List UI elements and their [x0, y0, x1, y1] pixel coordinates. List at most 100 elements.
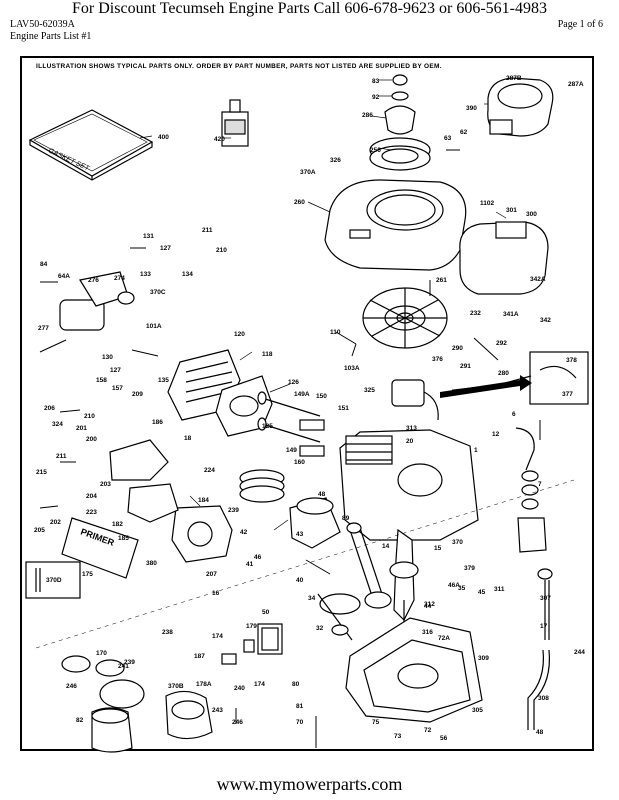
part-label: 92	[372, 94, 380, 101]
part-label: 56	[440, 735, 448, 742]
part-label: 309	[478, 655, 489, 662]
part-label: 43	[296, 531, 304, 538]
part-label: 44	[424, 603, 432, 610]
part-label: 211	[202, 227, 213, 234]
connecting-rod	[346, 522, 392, 609]
part-label: 118	[262, 351, 273, 358]
part-label: 16	[212, 590, 220, 597]
part-label: 70	[296, 719, 304, 726]
primer-outline	[61, 517, 139, 579]
part-label: 160	[294, 459, 305, 466]
part-label: 103A	[344, 365, 360, 372]
part-label: 80	[292, 681, 300, 688]
part-label: 18	[184, 435, 192, 442]
part-label: 75	[372, 719, 380, 726]
inset-box-378	[504, 351, 589, 405]
part-label: 206	[44, 405, 55, 412]
part-label: 46	[254, 554, 262, 561]
part-label: 15	[434, 545, 442, 552]
camshaft	[317, 593, 361, 641]
part-label: 276	[88, 277, 99, 284]
part-label: 239	[124, 659, 135, 666]
part-label: 151	[338, 405, 349, 412]
part-label: 1	[474, 447, 478, 454]
part-label: 201	[76, 425, 87, 432]
part-label: 186	[152, 419, 163, 426]
part-label: 376	[432, 356, 443, 363]
part-label: 342	[540, 317, 551, 324]
part-label: 125	[262, 423, 273, 430]
part-label: 316	[422, 629, 433, 636]
part-label: 149	[286, 447, 297, 454]
footer-url: www.mymowerparts.com	[216, 774, 403, 794]
flywheel	[362, 287, 448, 349]
part-label: 209	[132, 391, 143, 398]
muffler	[459, 221, 549, 295]
part-label: 390	[466, 105, 477, 112]
part-label: 127	[160, 245, 171, 252]
part-label: 287A	[568, 81, 584, 88]
part-label: 291	[460, 363, 471, 370]
part-label: 20	[406, 438, 414, 445]
part-label: 178A	[196, 681, 212, 688]
part-label: 305	[472, 707, 483, 714]
part-label: 174	[254, 681, 265, 688]
dipstick-tube	[527, 568, 553, 730]
parts-list-name: Engine Parts List #1	[10, 31, 92, 42]
part-label: 82	[76, 717, 84, 724]
part-label: 6	[512, 411, 516, 418]
part-label: 17	[540, 623, 548, 630]
part-label: 377	[562, 391, 573, 398]
part-label: 45	[478, 589, 486, 596]
part-label: 326	[330, 157, 341, 164]
part-label: 370D	[46, 577, 62, 584]
part-label: 63	[444, 135, 452, 142]
part-label: 210	[216, 247, 227, 254]
part-label: 81	[296, 703, 304, 710]
part-label: 135	[158, 377, 169, 384]
part-label: 175	[82, 571, 93, 578]
part-label: 149A	[294, 391, 310, 398]
part-label: 370A	[300, 169, 316, 176]
part-label: 244	[574, 649, 585, 656]
part-label: 210	[84, 413, 95, 420]
page-indicator: Page 1 of 6	[557, 19, 603, 30]
part-label: 84	[40, 261, 48, 268]
part-label: 301	[506, 207, 517, 214]
header-title: For Discount Tecumseh Engine Parts Call …	[72, 0, 547, 17]
part-label: 341A	[503, 311, 519, 318]
part-label: 101A	[146, 323, 162, 330]
carburetor	[109, 439, 233, 563]
inset-box-379	[25, 561, 81, 599]
part-label: 73	[394, 733, 402, 740]
part-label: 380	[146, 560, 157, 567]
part-label: 312	[424, 601, 435, 608]
part-label: 274	[114, 275, 125, 282]
part-label: 223	[86, 509, 97, 516]
part-label: 286	[362, 112, 373, 119]
part-label: 246	[66, 683, 77, 690]
ignition-module	[391, 379, 439, 421]
part-label: 207	[206, 571, 217, 578]
part-label: 292	[496, 340, 507, 347]
oil-bottle	[221, 99, 249, 147]
starter-clutch-parts	[61, 655, 213, 753]
part-label: 14	[382, 543, 390, 550]
crankcase	[345, 617, 483, 723]
part-label: 261	[436, 277, 447, 284]
gasket-set-envelope	[28, 109, 154, 181]
part-label: 420	[214, 136, 225, 143]
part-label: 260	[294, 199, 305, 206]
part-label: 130	[102, 354, 113, 361]
part-label: 187	[194, 653, 205, 660]
part-label: 157	[112, 385, 123, 392]
part-label: 342A	[530, 276, 546, 283]
part-label: 400	[158, 134, 169, 141]
part-label: 62	[460, 129, 468, 136]
part-label: 370B	[168, 683, 184, 690]
starter-cup-stack	[369, 74, 431, 171]
part-label: 378	[566, 357, 577, 364]
part-label: 313	[406, 425, 417, 432]
cylinder-block	[339, 429, 479, 541]
part-label: 120	[234, 331, 245, 338]
